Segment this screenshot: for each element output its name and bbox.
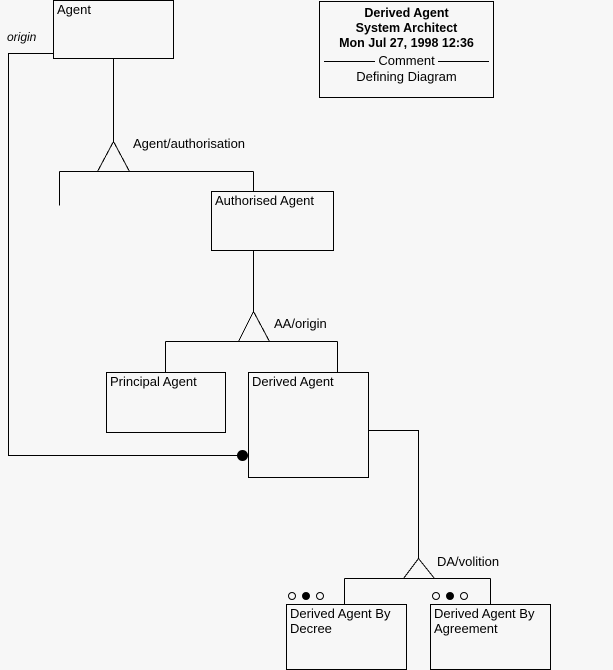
composition-diamond-origin <box>237 450 248 461</box>
generalization-label-agent-authorisation: Agent/authorisation <box>133 136 246 151</box>
title-block-comment-text: Defining Diagram <box>356 69 457 84</box>
association-role-label-origin: origin <box>7 30 37 44</box>
generalization-da-volition-triangle <box>402 557 436 579</box>
open-circle-icon <box>460 592 468 600</box>
open-circle-icon <box>432 592 440 600</box>
association-origin-line <box>8 53 243 456</box>
class-name-principal-agent: Principal Agent <box>110 374 197 389</box>
dot-group-derived-agent-by-agreement <box>432 592 468 600</box>
class-name-derived-agent: Derived Agent <box>252 374 334 389</box>
class-name-derived-agent-by-decree: Derived Agent By Decree <box>290 606 391 636</box>
class-box-derived-agent-by-agreement[interactable]: Derived Agent By Agreement <box>430 604 551 670</box>
dot-group-derived-agent-by-decree <box>288 592 324 600</box>
class-box-principal-agent[interactable]: Principal Agent <box>106 372 226 433</box>
generalization-label-da-volition: DA/volition <box>437 554 500 569</box>
title-block-author: System Architect <box>355 21 458 35</box>
title-block-timestamp: Mon Jul 27, 1998 12:36 <box>339 36 474 50</box>
class-box-derived-agent-by-decree[interactable]: Derived Agent By Decree <box>286 604 407 670</box>
class-box-derived-agent[interactable]: Derived Agent <box>248 372 369 478</box>
title-block-name: Derived Agent <box>364 6 449 20</box>
generalization-label-aa-origin: AA/origin <box>274 316 327 331</box>
title-block-comment-divider: Comment <box>324 53 490 68</box>
class-box-authorised-agent[interactable]: Authorised Agent <box>211 191 334 251</box>
class-box-agent[interactable]: Agent <box>53 0 174 59</box>
generalization-da-volition-stem <box>368 430 419 559</box>
divider-rule-right <box>437 60 490 62</box>
title-block-section-label: Comment <box>378 53 435 68</box>
filled-circle-icon <box>302 592 310 600</box>
class-name-derived-agent-by-agreement: Derived Agent By Agreement <box>434 606 535 636</box>
filled-circle-icon <box>446 592 454 600</box>
diagram-title-block[interactable]: Derived Agent System Architect Mon Jul 2… <box>319 1 494 98</box>
generalization-aa-origin-triangle <box>237 310 271 342</box>
class-name-authorised-agent: Authorised Agent <box>215 193 315 208</box>
divider-rule-left <box>324 60 376 62</box>
open-circle-icon <box>316 592 324 600</box>
generalization-agent-authorisation-triangle <box>96 140 131 172</box>
open-circle-icon <box>288 592 296 600</box>
class-name-agent: Agent <box>57 2 91 17</box>
